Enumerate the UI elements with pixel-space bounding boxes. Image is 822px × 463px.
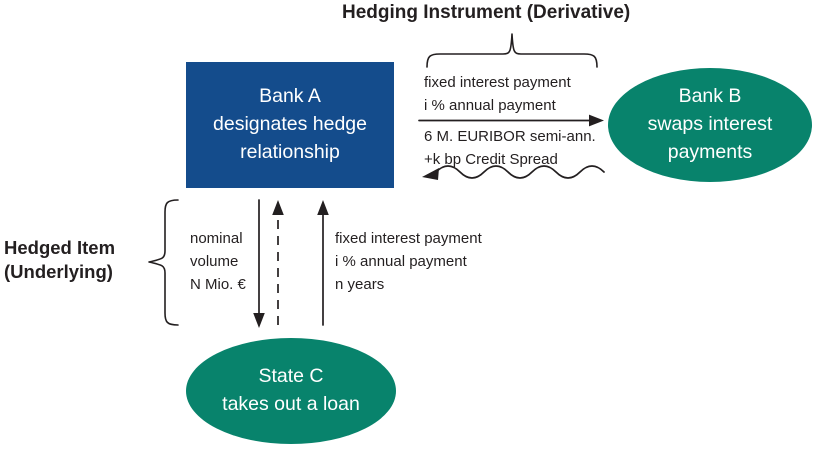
nominal-volume-line1: nominal — [190, 230, 243, 247]
hedging-instrument-brace — [426, 33, 598, 68]
hedged-item-title-line2: (Underlying) — [4, 261, 113, 283]
node-bank-a-line3: relationship — [240, 140, 340, 163]
arrow-nominal-volume-up-dashed — [272, 200, 284, 325]
arrow-nominal-volume-down — [253, 199, 265, 328]
loan-interest-label: fixed interest payment i % annual paymen… — [335, 228, 482, 296]
swap-fixed-leg-line2: i % annual payment — [424, 96, 556, 114]
node-bank-a-line1: Bank A — [259, 85, 321, 108]
hedging-instrument-title: Hedging Instrument (Derivative) — [342, 2, 631, 23]
arrow-loan-interest-up — [317, 200, 329, 326]
swap-fixed-leg-line1: fixed interest payment — [424, 74, 571, 91]
node-bank-b-line1: Bank B — [678, 85, 742, 108]
loan-interest-line1: fixed interest payment — [335, 230, 482, 247]
node-bank-b-line3: payments — [667, 140, 753, 163]
node-state-c-line2: takes out a loan — [222, 393, 360, 415]
hedged-item-title-line1: Hedged Item — [4, 237, 116, 258]
node-state-c[interactable]: State C takes out a loan — [186, 338, 396, 444]
hedged-item-title: Hedged Item (Underlying) — [4, 236, 115, 284]
swap-floating-leg-line2: +k bp Credit Spread — [424, 150, 558, 168]
nominal-volume-line3: N Mio. € — [190, 275, 246, 293]
node-bank-a[interactable]: Bank A designates hedge relationship — [186, 62, 394, 188]
nominal-volume-label: nominal volume N Mio. € — [190, 228, 246, 296]
node-bank-b[interactable]: Bank B swaps interest payments — [608, 68, 812, 182]
node-bank-a-line2: designates hedge — [213, 113, 367, 136]
hedged-item-brace — [148, 199, 179, 326]
node-bank-b-line2: swaps interest — [647, 113, 773, 136]
swap-floating-leg-line1: 6 M. EURIBOR semi-ann. — [424, 128, 596, 145]
loan-interest-line2: i % annual payment — [335, 252, 467, 270]
nominal-volume-line2: volume — [190, 252, 239, 270]
loan-interest-line3: n years — [335, 275, 385, 293]
swap-fixed-leg-label: fixed interest payment i % annual paymen… — [424, 72, 571, 118]
swap-floating-leg-label: 6 M. EURIBOR semi-ann. +k bp Credit Spre… — [424, 126, 596, 172]
node-state-c-line1: State C — [258, 365, 324, 388]
